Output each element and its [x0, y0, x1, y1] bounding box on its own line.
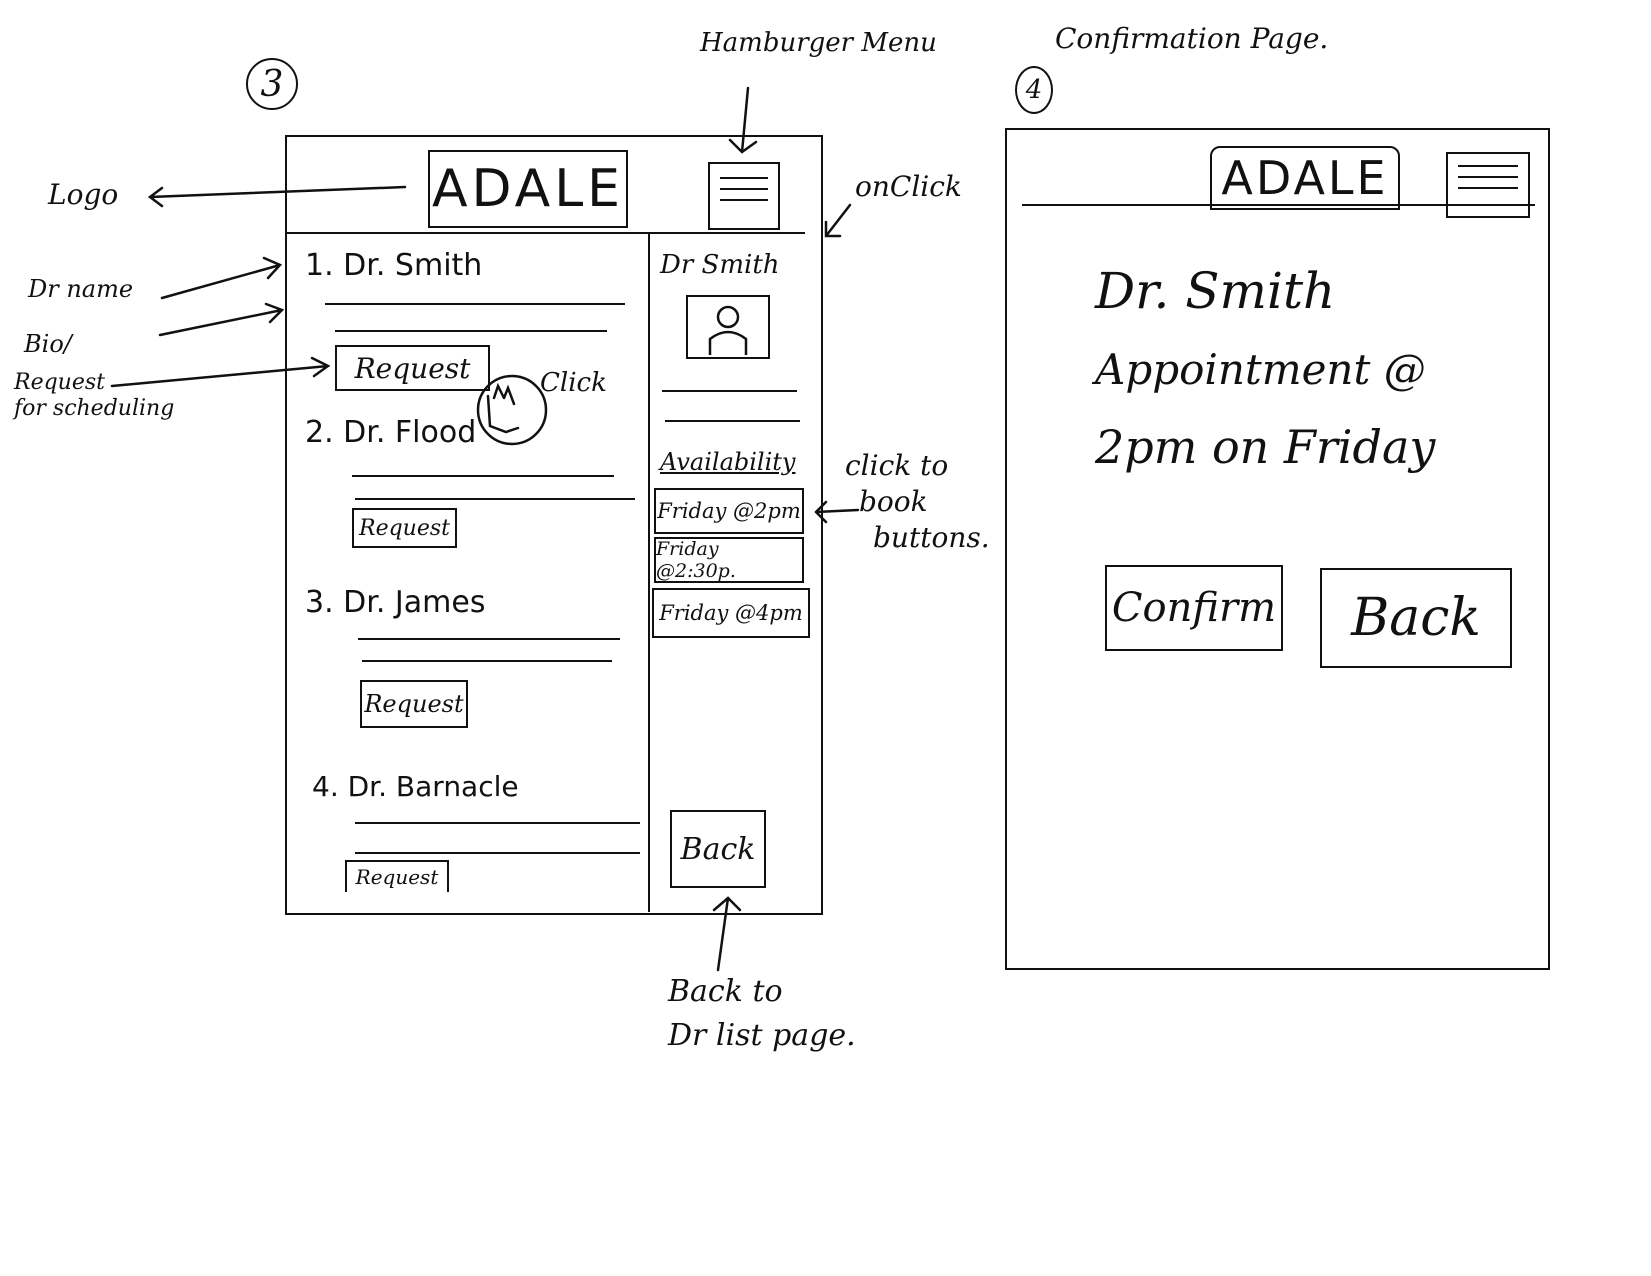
back-to-list-annotation: Back to Dr list page.: [668, 970, 856, 1058]
slot-button-2[interactable]: Friday @2:30p.: [654, 537, 804, 583]
slot-button-3[interactable]: Friday @4pm: [652, 588, 810, 638]
screen3-panel-divider: [648, 232, 650, 912]
detail-back-button[interactable]: Back: [670, 810, 766, 888]
doctor-item-2: 2. Dr. Flood: [305, 415, 476, 450]
doctor-bio-line: [358, 638, 620, 640]
bio-annotation: Bio/: [24, 330, 72, 358]
doctor-bio-line: [355, 852, 640, 854]
confirmation-page-annotation: Confirmation Page.: [1055, 22, 1329, 55]
request-button-4[interactable]: Request: [345, 860, 449, 892]
doctor-number: 2.: [305, 415, 334, 450]
click-to-book-line3: buttons.: [873, 521, 990, 554]
screen4-frame: [1005, 128, 1550, 970]
dr-name-arrow: [160, 256, 283, 300]
confirm-button[interactable]: Confirm: [1105, 565, 1283, 651]
detail-bio-line: [662, 390, 797, 392]
doctor-name: Dr. Flood: [343, 415, 477, 450]
hamburger-menu-annotation: Hamburger Menu: [700, 28, 937, 58]
screen4-hamburger-menu-button[interactable]: [1446, 152, 1530, 218]
screen3-frame: [285, 135, 823, 915]
doctor-bio-line: [355, 498, 635, 500]
doctor-item-4: 4. Dr. Barnacle: [312, 770, 519, 803]
hamburger-bar-1: [1458, 165, 1518, 167]
onclick-arrow: [824, 203, 852, 238]
back-to-list-line1: Back to: [668, 974, 783, 1009]
request-annotation-line2: for scheduling: [14, 396, 175, 421]
click-to-book-line1: click to: [845, 449, 949, 482]
request-button-3[interactable]: Request: [360, 680, 468, 728]
back-to-list-line2: Dr list page.: [668, 1018, 856, 1053]
request-for-scheduling-annotation: Request for scheduling: [14, 370, 174, 422]
availability-label: Availability: [660, 448, 796, 476]
request-button-2[interactable]: Request: [352, 508, 457, 548]
click-to-book-annotation: click to book buttons.: [845, 448, 990, 556]
request-annotation-line1: Request: [14, 370, 105, 395]
doctor-name: Dr. James: [343, 585, 486, 620]
dr-name-annotation: Dr name: [28, 275, 134, 303]
hamburger-bar-1: [720, 177, 768, 179]
doctor-bio-line: [335, 330, 607, 332]
doctor-name: Dr. Barnacle: [347, 770, 519, 803]
doctor-number: 1.: [305, 248, 334, 283]
click-annotation: Click: [540, 368, 607, 398]
screen4-logo: ADALE: [1210, 146, 1400, 210]
detail-bio-line: [665, 420, 800, 422]
screen4-number: 4: [1015, 66, 1053, 114]
doctor-item-3: 3. Dr. James: [305, 585, 485, 620]
doctor-number: 3.: [305, 585, 334, 620]
bio-arrow: [158, 302, 285, 337]
confirm-doctor-name: Dr. Smith: [1095, 262, 1336, 320]
logo-annotation: Logo: [48, 178, 119, 211]
request-button-1[interactable]: Request: [335, 345, 490, 391]
onclick-annotation: onClick: [855, 170, 962, 203]
doctor-number: 4.: [312, 770, 339, 803]
confirm-time-line: 2pm on Friday: [1095, 420, 1436, 474]
hamburger-bar-2: [1458, 176, 1518, 178]
doctor-bio-line: [352, 475, 614, 477]
detail-doctor-name: Dr Smith: [660, 250, 780, 280]
hamburger-bar-3: [1458, 187, 1518, 189]
doctor-bio-line: [362, 660, 612, 662]
screen3-number: 3: [246, 58, 298, 110]
screen4-header-divider: [1022, 204, 1535, 206]
click-to-book-line2: book: [859, 485, 928, 518]
confirm-appointment-line: Appointment @: [1095, 345, 1426, 394]
doctor-bio-line: [355, 822, 640, 824]
doctor-item-1: 1. Dr. Smith: [305, 248, 482, 283]
screen4-back-button[interactable]: Back: [1320, 568, 1512, 668]
doctor-photo: [686, 295, 770, 359]
avatar-icon: [708, 305, 748, 355]
screen3-hamburger-menu-button[interactable]: [708, 162, 780, 230]
screen3-header-divider: [285, 232, 805, 234]
screen3-logo: ADALE: [428, 150, 628, 228]
slot-button-1[interactable]: Friday @2pm: [654, 488, 804, 534]
doctor-bio-line: [325, 303, 625, 305]
hamburger-bar-3: [720, 199, 768, 201]
doctor-name: Dr. Smith: [343, 248, 483, 283]
hamburger-bar-2: [720, 188, 768, 190]
